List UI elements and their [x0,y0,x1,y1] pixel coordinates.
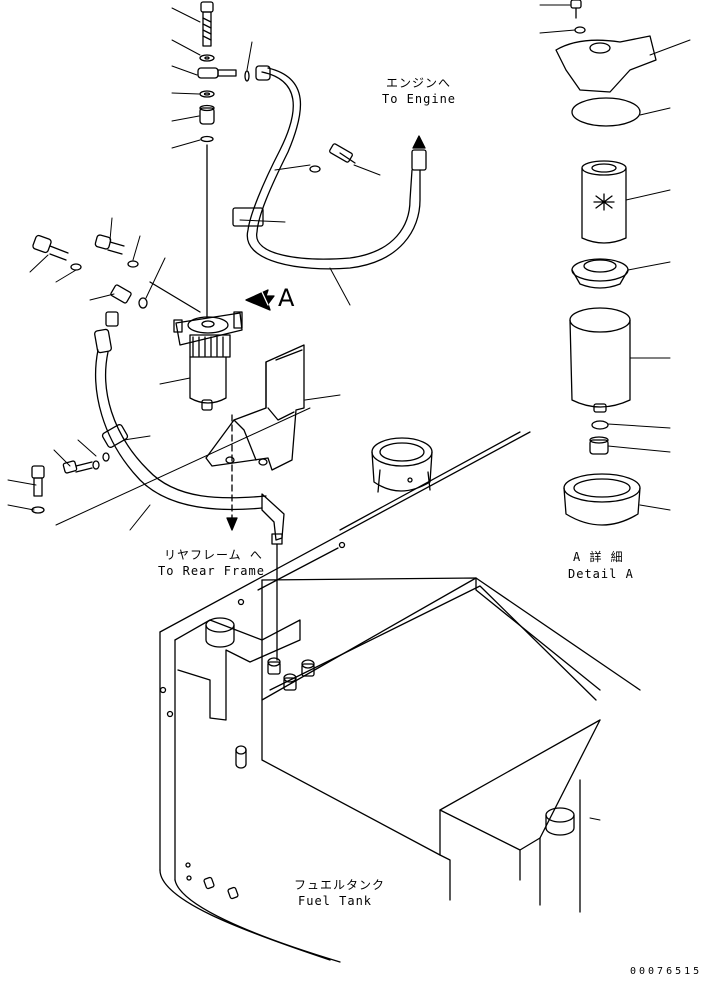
bracket [205,344,305,531]
leader-lines-hose [239,164,381,306]
to-engine-label-jp: エンジンへ [386,76,452,90]
view-arrow-label: A [278,284,295,312]
leader-lines-bracket [159,377,341,401]
hose-to-rear-frame [94,311,285,545]
to-rear-frame-label-en: To Rear Frame [158,564,265,578]
detail-a-label-en: Detail A [568,567,634,581]
hose-to-engine [232,65,427,270]
leader-lines-detail [539,4,691,821]
detail-a-label-jp: A 詳 細 [573,550,624,564]
to-engine-label-en: To Engine [382,92,457,106]
view-arrow [245,289,275,311]
drawing-number: 00076515 [630,966,703,977]
fuel-tank-label-jp: フュエルタンク [294,878,386,892]
lower-left-bolts [31,452,110,514]
leader-lines-lower [7,407,311,531]
filler-neck [371,437,433,493]
detail-a [555,0,657,526]
leader-lines-left [29,217,166,301]
water-separator [173,311,243,411]
left-fittings [32,234,201,313]
top-bolt-stack [197,1,250,319]
fuel-tank-label-en: Fuel Tank [298,894,373,908]
to-rear-frame-label-jp: リヤフレーム へ [164,548,263,562]
fittings-cluster [267,543,315,691]
fuel-tank [159,431,641,963]
leader-lines-top [171,7,253,149]
